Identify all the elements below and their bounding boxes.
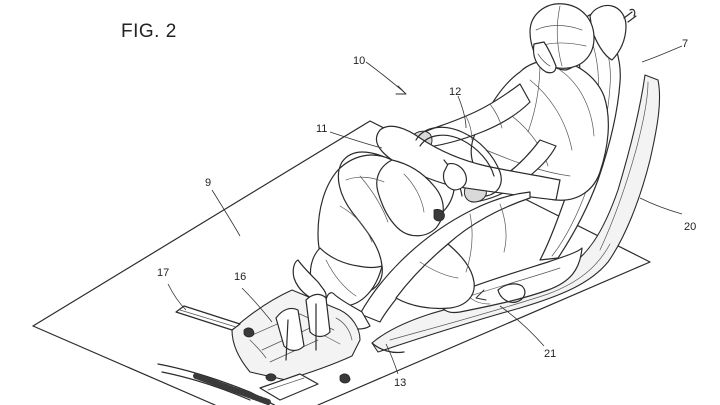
label-13: 13 [394, 377, 407, 389]
label-21: 21 [544, 348, 557, 360]
label-12: 12 [449, 86, 462, 98]
cable-harness [157, 363, 319, 405]
label-11: 11 [316, 123, 328, 135]
label-17: 17 [157, 267, 170, 279]
label-10: 10 [353, 55, 366, 67]
label-7: 7 [682, 38, 689, 50]
driver-figure [292, 3, 609, 330]
label-20: 20 [684, 221, 697, 233]
label-16: 16 [234, 271, 247, 283]
adjustment-rail [175, 305, 241, 331]
steering-wheel [415, 126, 502, 222]
label-9: 9 [205, 177, 212, 189]
figure-title: FIG. 2 [121, 21, 177, 42]
leader-lines [167, 45, 683, 375]
